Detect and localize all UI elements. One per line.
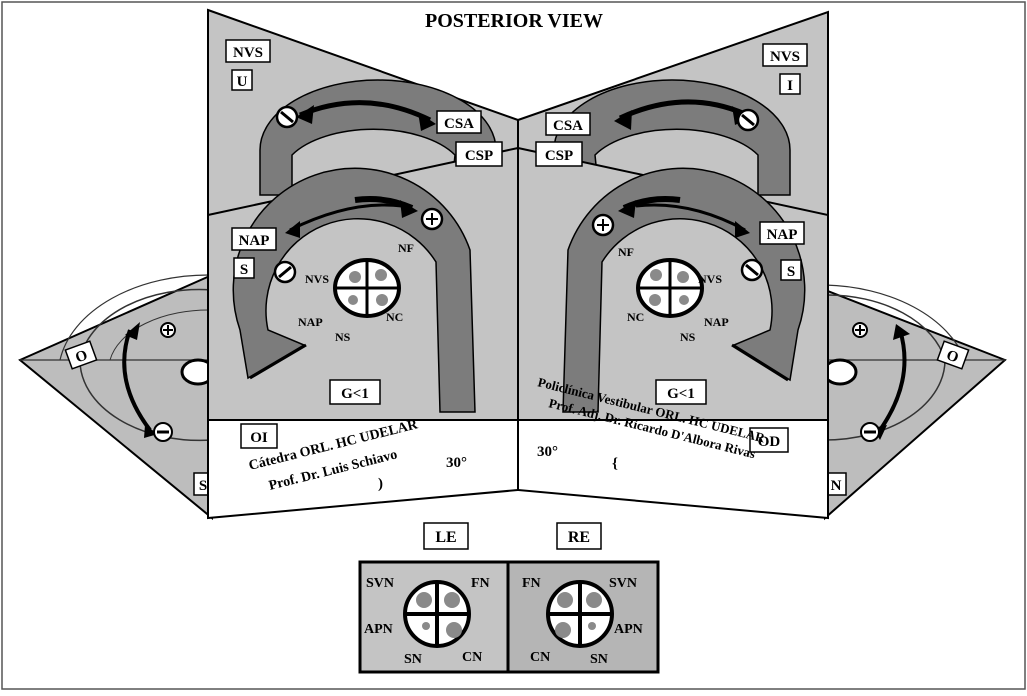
right-nerve-label-4: NAP (704, 315, 729, 329)
nerve-inset: LE RE SVN FN APN SN CN FN SVN (358, 522, 660, 674)
left-wing-panel: O S (18, 273, 216, 521)
inset-right-label-2: SVN (609, 576, 637, 591)
minus-circle-icon (153, 422, 173, 442)
inset-left-label-5: CN (462, 650, 482, 665)
minus-circle-icon (275, 105, 299, 129)
left-nerve-label-2: NF (398, 241, 414, 255)
right-front-panel: NF NVS NC NAP NS CSP NAP S G<1 OD Policl… (517, 141, 829, 520)
right-nerve-label-5: NS (680, 330, 696, 344)
right-box2: S (787, 264, 795, 280)
right-nerve-cross-section (636, 258, 704, 318)
left-wing-label-top: O (73, 347, 89, 366)
inset-left-cross-section (403, 580, 471, 648)
right-angle-label: 30° (537, 444, 558, 460)
figure-title: POSTERIOR VIEW (425, 10, 603, 32)
left-nerve-label-5: NC (386, 310, 403, 324)
left-wing-label-bottom: S (199, 478, 207, 494)
left-box2: S (240, 262, 248, 278)
inset-right-title: RE (568, 529, 590, 546)
upper-left-canal-label: CSA (444, 116, 474, 132)
inset-left-label-2: FN (471, 576, 490, 591)
inset-left-label-3: APN (364, 622, 393, 637)
left-brace: ) (378, 476, 383, 492)
minus-circle-icon (860, 422, 880, 442)
inset-right-label-4: APN (614, 622, 643, 637)
inset-left-label-4: SN (404, 652, 422, 667)
upper-right-box1: NVS (770, 49, 800, 65)
plus-circle-icon (160, 322, 176, 338)
minus-circle-icon (273, 260, 297, 284)
right-canal-label: CSP (545, 148, 573, 164)
right-nerve-label-1: NF (618, 245, 634, 259)
right-nerve-label-2: NVS (698, 272, 722, 286)
minus-circle-icon (736, 108, 760, 132)
left-front-panel: NVS NF NAP NS NC CSP NAP S G<1 OI Cátedr… (207, 141, 519, 520)
left-nerve-label-1: NVS (305, 272, 329, 286)
right-nerve-label-3: NC (627, 310, 644, 324)
upper-right-canal-label: CSA (553, 118, 583, 134)
left-box1: NAP (239, 233, 270, 249)
plus-circle-icon (852, 322, 868, 338)
right-box1: NAP (767, 227, 798, 243)
inset-right-label-1: FN (522, 576, 541, 591)
left-nerve-label-4: NS (335, 330, 351, 344)
right-side-label: OD (758, 434, 781, 450)
right-brace: { (612, 456, 618, 472)
left-angle-label: 30° (446, 455, 467, 471)
inset-right-label-5: SN (590, 652, 608, 667)
right-wing-panel: O N (822, 284, 1007, 521)
right-gain-label: G<1 (667, 386, 695, 402)
left-nerve-cross-section (333, 258, 401, 318)
inset-right-cross-section (546, 580, 614, 648)
inset-left-title: LE (435, 529, 456, 546)
right-wing-label-top: O (944, 347, 960, 366)
inset-left-label-1: SVN (366, 576, 394, 591)
upper-left-box2: U (237, 74, 248, 90)
upper-right-box2: I (787, 78, 793, 94)
left-side-label: OI (250, 430, 268, 446)
left-nerve-label-3: NAP (298, 315, 323, 329)
minus-circle-icon (740, 258, 764, 282)
right-wing-label-bottom: N (831, 478, 842, 494)
upper-left-box1: NVS (233, 45, 263, 61)
left-canal-label: CSP (465, 148, 493, 164)
plus-circle-icon (591, 213, 615, 237)
left-gain-label: G<1 (341, 386, 369, 402)
inset-right-label-3: CN (530, 650, 550, 665)
plus-circle-icon (420, 207, 444, 231)
